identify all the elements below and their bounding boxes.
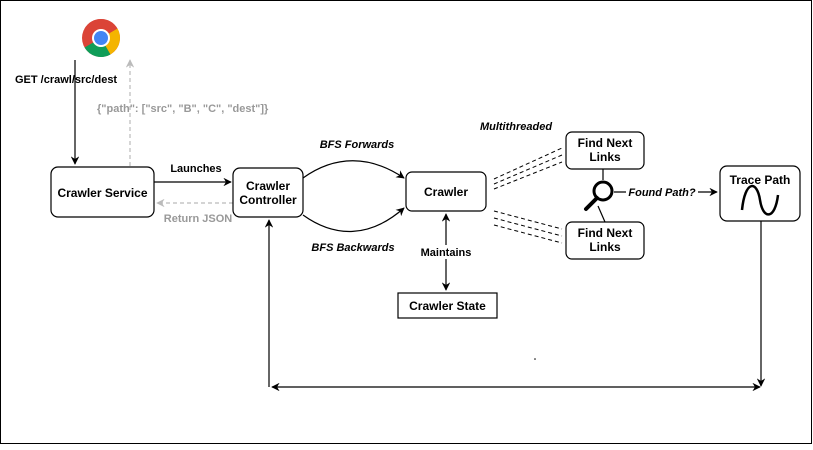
bfs-forwards-arrow [302, 160, 405, 179]
crawler-controller-node [232, 167, 304, 218]
sine-wave-icon [740, 185, 780, 216]
find-next-links-top-label-line1: Find Next [578, 136, 633, 150]
trace-path-label: Trace Path [730, 173, 791, 187]
stray-dot [534, 358, 536, 360]
bfs-backwards-label: BFS Backwards [311, 242, 394, 254]
return-json-label: Return JSON [164, 213, 233, 225]
crawler-label: Crawler [424, 185, 468, 199]
trace-path-node [719, 165, 801, 222]
maintains-label: Maintains [421, 247, 472, 259]
found-path-label: Found Path? [628, 187, 695, 199]
launches-label: Launches [170, 163, 221, 175]
found-path-label-bg [626, 185, 698, 199]
find-next-links-bottom-label-line2: Links [589, 240, 621, 254]
crawler-controller-label-line1: Crawler [246, 179, 290, 193]
multithread-lines-bottom [493, 210, 563, 244]
crawler-service-label: Crawler Service [57, 186, 147, 200]
find-next-links-top-node [565, 131, 645, 170]
find-next-links-top-label-line2: Links [589, 150, 621, 164]
maintains-label-bg [420, 245, 473, 259]
multithread-lines-top [493, 147, 563, 190]
bfs-forwards-label: BFS Forwards [320, 139, 395, 151]
bottom-links-to-magnifier [597, 205, 606, 223]
request-label: GET /crawl/src/dest [15, 74, 117, 86]
crawler-state-node [397, 292, 498, 319]
find-next-links-bottom-label-line1: Find Next [578, 226, 633, 240]
crawler-service-node [50, 166, 155, 218]
crawler-state-label: Crawler State [409, 299, 486, 313]
response-json-label: {"path": ["src", "B", "C", "dest"]} [97, 103, 269, 115]
crawler-node [405, 171, 487, 212]
crawler-controller-label-line2: Controller [239, 193, 297, 207]
chrome-icon [82, 19, 120, 57]
bfs-backwards-arrow [302, 207, 405, 233]
magnifier-icon [584, 180, 614, 211]
multithreaded-label: Multithreaded [480, 121, 552, 133]
